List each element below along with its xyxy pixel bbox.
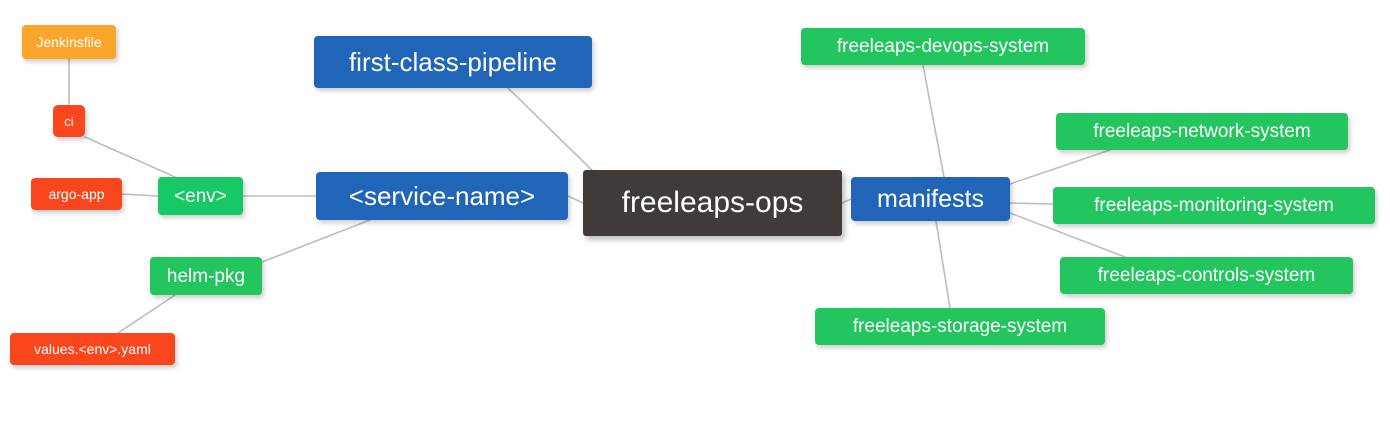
node-freeleaps-monitoring-system[interactable]: freeleaps-monitoring-system [1053, 187, 1375, 224]
edge-env-to-argo-app [121, 193, 159, 197]
node-first-class-pipeline[interactable]: first-class-pipeline [314, 36, 592, 88]
node-freeleaps-ops[interactable]: freeleaps-ops [583, 170, 842, 236]
node-argo-app[interactable]: argo-app [31, 178, 122, 210]
node-jenkinsfile[interactable]: Jenkinsfile [22, 25, 116, 59]
node-values-yaml[interactable]: values.<env>.yaml [10, 333, 175, 365]
node-label: helm-pkg [166, 265, 246, 287]
node-service-name[interactable]: <service-name> [316, 172, 568, 220]
node-label: Jenkinsfile [36, 34, 102, 50]
node-label: ci [64, 113, 74, 129]
edge-manifests-to-freeleaps-devops-system [922, 64, 945, 178]
node-freeleaps-devops-system[interactable]: freeleaps-devops-system [801, 28, 1085, 65]
node-helm-pkg[interactable]: helm-pkg [150, 257, 262, 295]
edge-freeleaps-ops-to-manifests [841, 198, 852, 204]
node-label: <env> [174, 185, 227, 207]
node-label: freeleaps-ops [621, 186, 804, 219]
node-label: freeleaps-controls-system [1097, 265, 1316, 286]
node-freeleaps-storage-system[interactable]: freeleaps-storage-system [815, 308, 1105, 345]
edge-helm-pkg-to-values-yaml [117, 294, 176, 334]
node-label: first-class-pipeline [348, 47, 558, 77]
node-label: <service-name> [348, 181, 536, 211]
node-manifests[interactable]: manifests [851, 177, 1010, 221]
node-label: freeleaps-devops-system [836, 36, 1050, 57]
node-label: manifests [877, 184, 984, 213]
edge-manifests-to-freeleaps-storage-system [935, 220, 951, 309]
node-label: freeleaps-network-system [1093, 121, 1311, 142]
node-freeleaps-controls-system[interactable]: freeleaps-controls-system [1060, 257, 1353, 294]
node-freeleaps-network-system[interactable]: freeleaps-network-system [1056, 113, 1348, 150]
edge-freeleaps-ops-to-service-name [567, 195, 584, 204]
node-label: values.<env>.yaml [34, 341, 151, 357]
node-env[interactable]: <env> [158, 177, 243, 215]
edge-freeleaps-ops-to-first-class-pipeline [507, 87, 601, 179]
edge-manifests-to-freeleaps-monitoring-system [1009, 202, 1054, 205]
node-label: freeleaps-monitoring-system [1094, 195, 1334, 216]
node-label: argo-app [48, 186, 105, 202]
node-label: freeleaps-storage-system [852, 316, 1068, 337]
edge-service-name-to-helm-pkg [261, 219, 371, 263]
edge-manifests-to-freeleaps-network-system [1009, 149, 1111, 185]
node-ci[interactable]: ci [53, 105, 85, 137]
edge-env-to-ci [84, 136, 176, 178]
